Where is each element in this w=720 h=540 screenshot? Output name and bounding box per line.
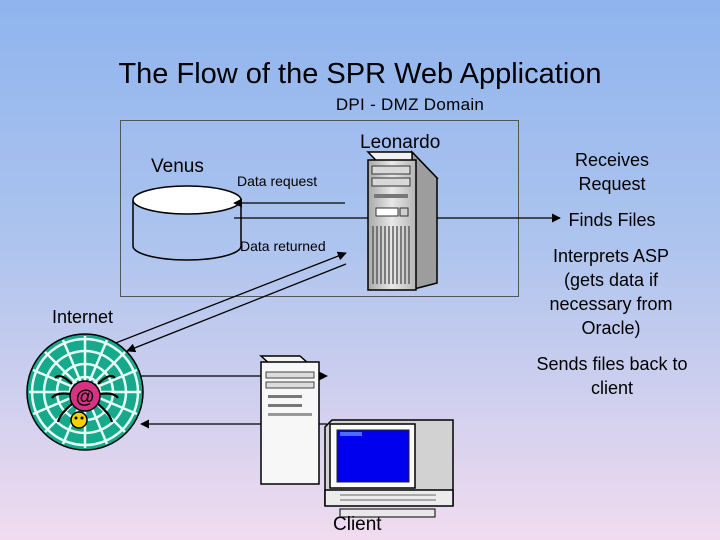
internet-spider-web-icon: @ (26, 333, 144, 451)
dmz-domain-box (120, 120, 519, 297)
client-label: Client (333, 514, 382, 535)
internet-to-server-arrow-2 (126, 263, 347, 353)
page-title: The Flow of the SPR Web Application (118, 58, 602, 90)
client-computer-icon (259, 355, 454, 518)
data-request-label: Data request (237, 173, 318, 189)
data-returned-label: Data returned (240, 238, 326, 254)
internet-to-server-arrow-1 (112, 251, 347, 345)
venus-label: Venus (151, 156, 204, 177)
internet-label: Internet (52, 307, 114, 327)
svg-text:@: @ (76, 387, 95, 408)
step-interprets-asp: Interprets ASP (gets data if necessary f… (549, 246, 673, 338)
leonardo-label: Leonardo (360, 132, 441, 153)
step-receives-request: Receives Request (574, 150, 650, 194)
domain-subtitle: DPI - DMZ Domain (335, 95, 485, 114)
step-sends-files: Sends files back to client (536, 354, 688, 398)
step-finds-files: Finds Files (568, 210, 656, 230)
leonardo-server-icon (366, 150, 439, 291)
venus-database-icon (132, 185, 242, 261)
